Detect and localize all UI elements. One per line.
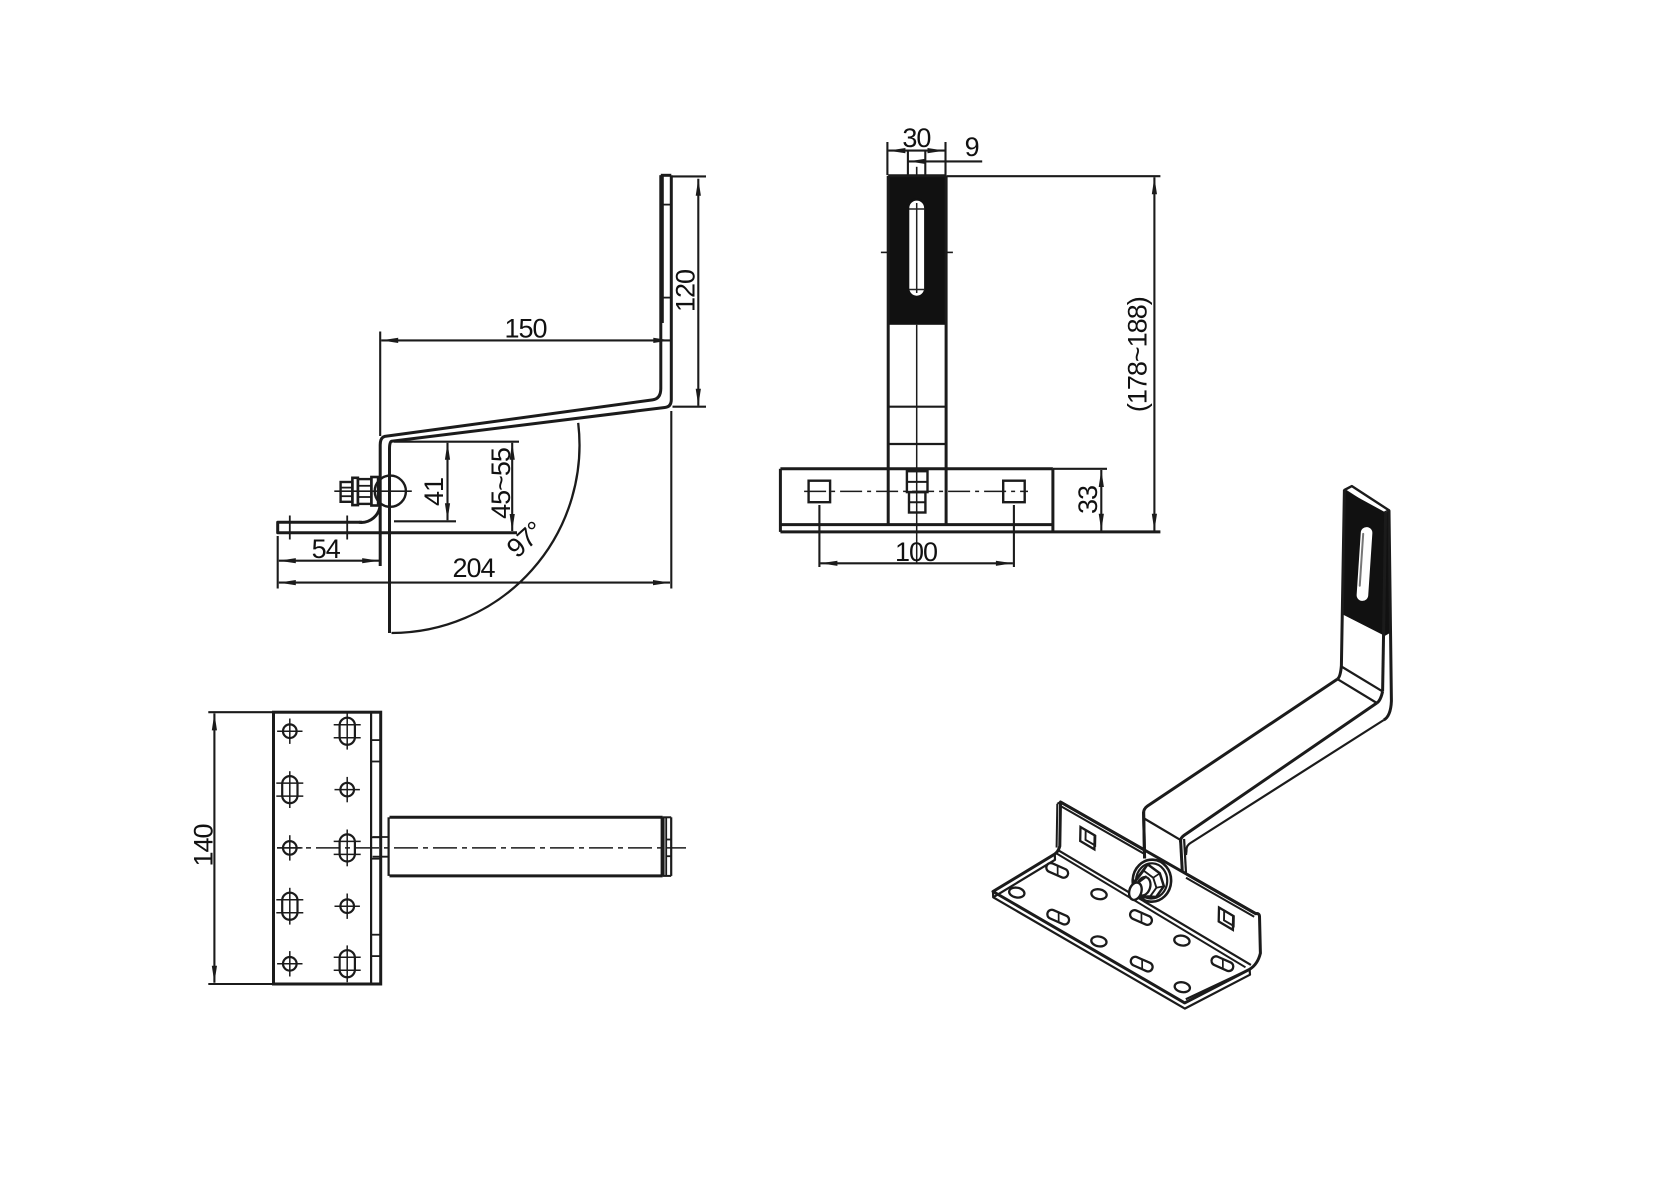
- svg-text:120: 120: [670, 270, 700, 312]
- svg-text:204: 204: [452, 553, 495, 583]
- svg-text:41: 41: [419, 478, 449, 506]
- svg-text:140: 140: [189, 824, 219, 866]
- svg-text:(178~188): (178~188): [1123, 297, 1153, 412]
- svg-text:9: 9: [965, 132, 979, 162]
- svg-text:30: 30: [902, 123, 930, 153]
- svg-text:54: 54: [312, 534, 341, 564]
- svg-text:45~55: 45~55: [486, 448, 516, 519]
- svg-text:150: 150: [504, 314, 546, 344]
- svg-text:33: 33: [1073, 486, 1103, 514]
- svg-text:100: 100: [895, 537, 937, 567]
